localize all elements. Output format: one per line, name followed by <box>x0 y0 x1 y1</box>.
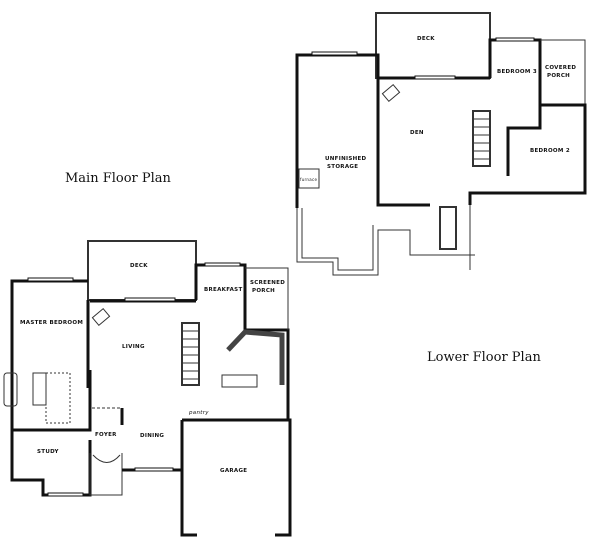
lower-floor-plan-title: Lower Floor Plan <box>427 350 541 365</box>
label-breakfast: BREAKFAST <box>204 287 243 293</box>
storage-walls <box>295 53 430 208</box>
den-fireplace <box>381 83 401 103</box>
main-floor-plan-title: Main Floor Plan <box>65 171 172 186</box>
label-master-bedroom: MASTER BEDROOM <box>20 320 83 326</box>
label-covered: COVERED <box>545 65 576 71</box>
front-door <box>92 454 121 463</box>
lower-deck <box>375 12 491 79</box>
label-unfinished: UNFINISHED <box>325 156 367 162</box>
kitchen-counter <box>226 329 285 385</box>
lower-stairs <box>472 110 491 167</box>
label-lower-deck: DECK <box>417 36 435 42</box>
main-deck <box>87 240 197 301</box>
main-stairs <box>181 322 200 386</box>
label-storage: STORAGE <box>327 164 358 170</box>
label-living: LIVING <box>122 344 145 350</box>
vanity <box>32 372 47 406</box>
label-bedroom2: BEDROOM 2 <box>530 148 570 154</box>
label-bedroom3: BEDROOM 3 <box>497 69 537 75</box>
main-floor-plan: DECK MASTER BEDROOM LIVING BREAKFAST SCR… <box>3 240 292 537</box>
master-bedroom-walls <box>10 279 92 432</box>
furnace <box>298 168 320 189</box>
label-garage: GARAGE <box>220 468 247 474</box>
label-den: DEN <box>410 130 424 136</box>
label-foyer: FOYER <box>95 432 117 438</box>
label-covered-porch: PORCH <box>547 73 570 79</box>
label-study: STUDY <box>37 449 60 455</box>
garage-walls <box>180 418 292 537</box>
fireplace <box>91 307 111 327</box>
label-pantry: pantry <box>188 410 209 416</box>
lower-floor-plan: furnace DECK BEDROOM 3 COVERED PORCH DEN… <box>295 12 587 276</box>
label-dining: DINING <box>140 433 164 439</box>
label-furnace: furnace <box>300 177 318 182</box>
label-main-deck: DECK <box>130 263 148 269</box>
label-porch: PORCH <box>252 288 275 294</box>
closet <box>45 372 71 424</box>
label-screened: SCREENED <box>250 280 285 286</box>
bathtub <box>3 372 18 407</box>
lower-bath <box>439 206 457 250</box>
